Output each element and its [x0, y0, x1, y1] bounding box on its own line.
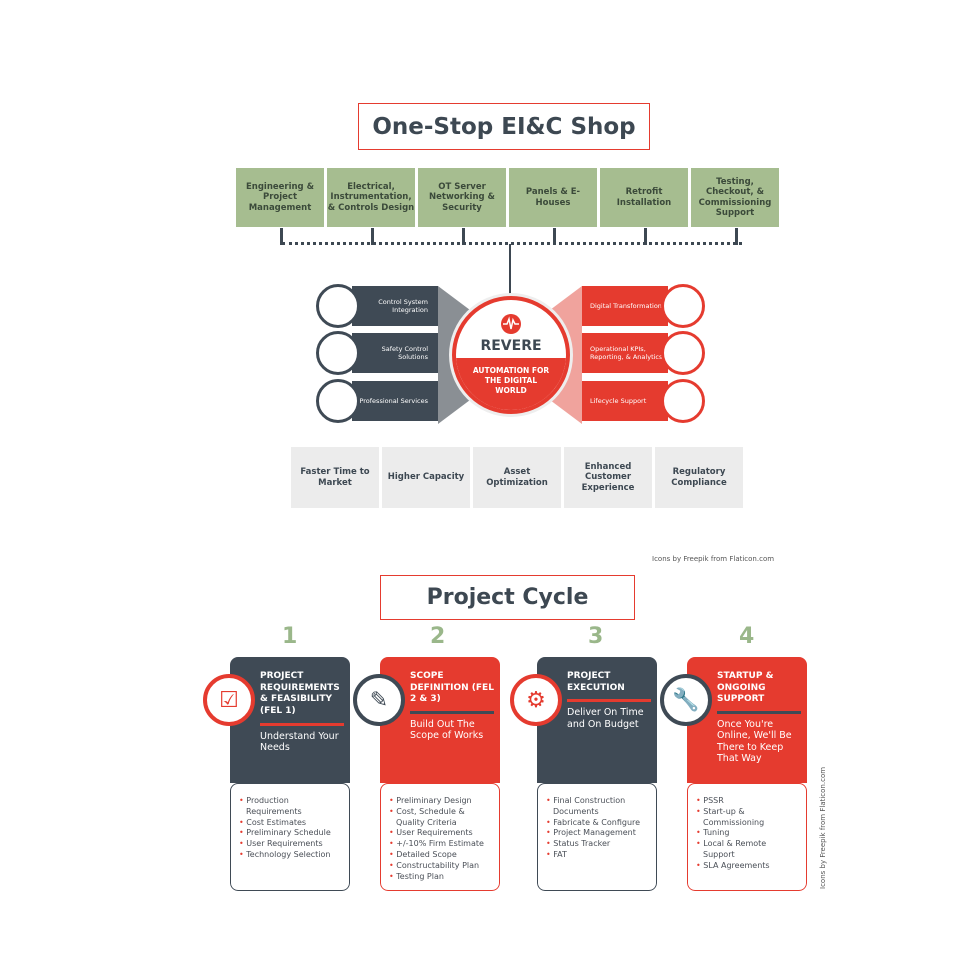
step-item: PSSR: [696, 796, 800, 807]
step-number: 2: [430, 624, 446, 649]
step-item: Project Management: [546, 828, 650, 839]
document-checklist-icon: ☑: [203, 674, 255, 726]
benefit-box: Higher Capacity: [382, 447, 470, 508]
service-box: Testing, Checkout, & Commissioning Suppo…: [691, 168, 779, 227]
step-item: Constructability Plan: [389, 861, 493, 872]
left-capability: Control System Integration: [352, 286, 438, 326]
step-card: PROJECT EXECUTION Deliver On Time and On …: [537, 657, 657, 891]
connector-tick: [644, 228, 647, 245]
benefit-box: Enhanced Customer Experience: [564, 447, 652, 508]
step-subtitle: Build Out The Scope of Works: [410, 719, 484, 742]
left-capability: Professional Services: [352, 381, 438, 421]
step-subtitle: Understand Your Needs: [260, 730, 339, 754]
circle-icon: [316, 284, 360, 328]
pulse-icon: [501, 314, 521, 334]
circle-icon: [661, 331, 705, 375]
hub-connector: [509, 244, 511, 300]
service-box: OT Server Networking & Security: [418, 168, 506, 227]
cycle-icon-credit: Icons by Freepik from Flaticon.com: [819, 766, 827, 889]
step-card: SCOPE DEFINITION (FEL 2 & 3) Build Out Th…: [380, 657, 500, 891]
step-item: SLA Agreements: [696, 861, 800, 872]
step-item: Preliminary Design: [389, 796, 493, 807]
step-card: STARTUP & ONGOING SUPPORT Once You're Onl…: [687, 657, 807, 891]
icon-credit: Icons by Freepik from Flaticon.com: [652, 555, 775, 563]
step-number: 1: [282, 624, 298, 649]
step-item: FAT: [546, 850, 650, 861]
connector-tick: [553, 228, 556, 245]
revere-tagline: AUTOMATION FOR THE DIGITAL WORLD: [456, 358, 566, 410]
step-item: +/-10% Firm Estimate: [389, 839, 493, 850]
shop-title: One-Stop EI&C Shop: [358, 103, 650, 150]
hand-wrench-icon: 🔧: [660, 674, 712, 726]
connector-tick: [371, 228, 374, 245]
step-item: Detailed Scope: [389, 850, 493, 861]
step-number: 4: [739, 624, 755, 649]
step-item: Fabricate & Configure: [546, 818, 650, 829]
step-heading: PROJECT EXECUTION: [567, 671, 625, 693]
service-box: Retrofit Installation: [600, 168, 688, 227]
ruler-pencil-icon: ✎: [353, 674, 405, 726]
benefit-box: Regulatory Compliance: [655, 447, 743, 508]
left-capability: Safety Control Solutions: [352, 333, 438, 373]
step-subtitle: Deliver On Time and On Budget: [567, 707, 644, 730]
step-item: User Requirements: [389, 828, 493, 839]
revere-hub: REVERE AUTOMATION FOR THE DIGITAL WORLD: [452, 296, 570, 414]
step-item: Production Requirements: [239, 796, 343, 818]
circle-icon: [661, 379, 705, 423]
connector-tick: [462, 228, 465, 245]
step-subtitle: Once You're Online, We'll Be There to Ke…: [717, 719, 792, 765]
step-item: Testing Plan: [389, 872, 493, 883]
cycle-title: Project Cycle: [380, 575, 635, 620]
step-heading: SCOPE DEFINITION (FEL 2 & 3): [410, 671, 494, 705]
right-capability: Operational KPIs, Reporting, & Analytics: [582, 333, 668, 373]
service-box: Engineering & Project Management: [236, 168, 324, 227]
step-item: Start-up & Commissioning: [696, 807, 800, 829]
step-number: 3: [588, 624, 604, 649]
service-box: Panels & E-Houses: [509, 168, 597, 227]
step-item: Preliminary Schedule: [239, 828, 343, 839]
divider: [567, 699, 651, 703]
step-item: Status Tracker: [546, 839, 650, 850]
step-heading: STARTUP & ONGOING SUPPORT: [717, 671, 774, 705]
circle-icon: [316, 379, 360, 423]
gear-icon: ⚙: [510, 674, 562, 726]
right-capability: Digital Transformation: [582, 286, 668, 326]
step-card: PROJECT REQUIREMENTS & FEASIBILITY (FEL …: [230, 657, 350, 891]
divider: [410, 711, 494, 715]
dotted-connector: [282, 242, 742, 245]
divider: [260, 722, 344, 726]
step-item: Local & Remote Support: [696, 839, 800, 861]
step-item: Cost, Schedule & Quality Criteria: [389, 807, 493, 829]
revere-brand: REVERE: [480, 338, 542, 354]
circle-icon: [316, 331, 360, 375]
connector-tick: [280, 228, 283, 245]
benefit-box: Faster Time to Market: [291, 447, 379, 508]
right-capability: Lifecycle Support: [582, 381, 668, 421]
divider: [717, 711, 801, 715]
step-item: Cost Estimates: [239, 818, 343, 829]
service-box: Electrical, Instrumentation, & Controls …: [327, 168, 415, 227]
step-heading: PROJECT REQUIREMENTS & FEASIBILITY (FEL …: [260, 671, 340, 717]
circle-icon: [661, 284, 705, 328]
step-item: Technology Selection: [239, 850, 343, 861]
step-item: User Requirements: [239, 839, 343, 850]
connector-tick: [735, 228, 738, 245]
benefit-box: Asset Optimization: [473, 447, 561, 508]
step-item: Final Construction Documents: [546, 796, 650, 818]
step-item: Tuning: [696, 828, 800, 839]
